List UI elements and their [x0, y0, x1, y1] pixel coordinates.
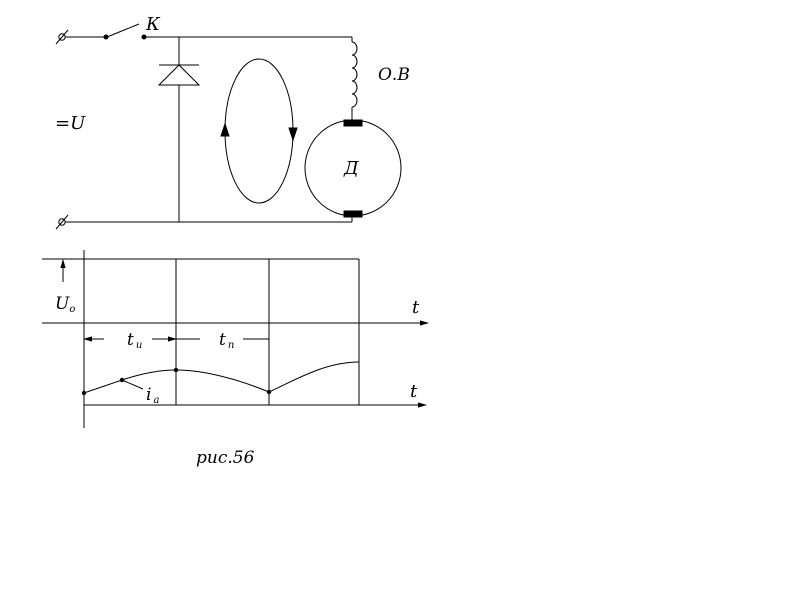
- timing-diagram: [42, 250, 429, 428]
- circuit-diagram: [55, 23, 402, 230]
- diode-symbol: [157, 64, 201, 86]
- motor-d: [304, 119, 402, 222]
- figure-caption: рис.56: [196, 448, 255, 468]
- loop-arrow-down: [288, 127, 298, 142]
- current-curve-points: [81, 367, 272, 396]
- switch-label: К: [145, 14, 161, 35]
- axis-label-bottom: t: [410, 381, 418, 402]
- loop-arrow-up: [220, 122, 230, 137]
- axis-label-top: t: [412, 297, 420, 318]
- field-winding-coil: [351, 37, 358, 122]
- source-label: =U: [55, 113, 86, 134]
- coil-label: О.В: [378, 65, 410, 85]
- voltage-label: Uо: [55, 294, 75, 315]
- switch-k: [103, 23, 147, 40]
- current-label-leader: [121, 379, 144, 390]
- current-loop-indicator: [220, 58, 298, 204]
- motor-label: Д: [343, 158, 359, 179]
- armature-current-curve: [83, 361, 360, 394]
